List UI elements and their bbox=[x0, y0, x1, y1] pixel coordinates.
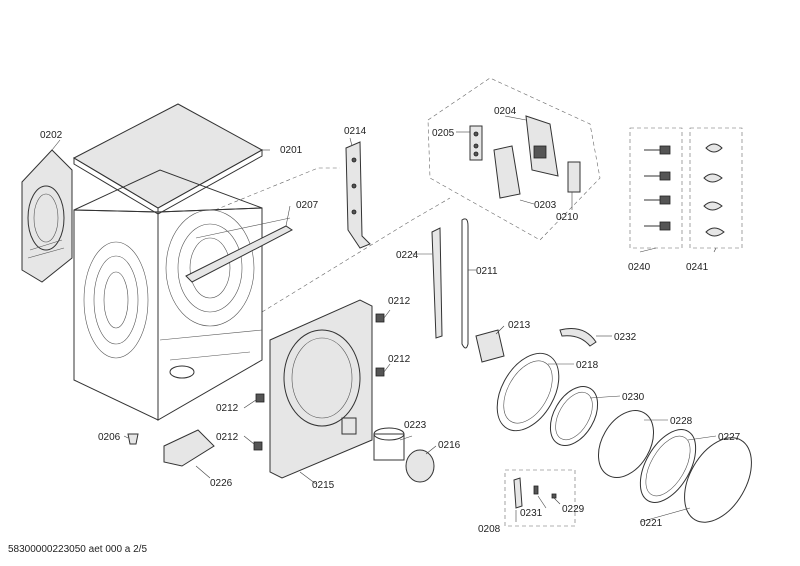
foot-and-pump-part bbox=[127, 429, 215, 467]
label-0223: 0223 bbox=[404, 420, 427, 431]
small-clips-part bbox=[253, 313, 385, 451]
label-0201: 0201 bbox=[280, 145, 303, 156]
label-0202: 0202 bbox=[40, 130, 63, 141]
control-box-part bbox=[373, 329, 505, 483]
leader-lines bbox=[51, 115, 717, 523]
hinge-parts-part bbox=[513, 477, 557, 509]
label-0208: 0208 bbox=[478, 524, 501, 535]
label-0203: 0203 bbox=[534, 200, 557, 211]
label-0212-a: 0212 bbox=[388, 296, 411, 307]
label-0215: 0215 bbox=[312, 480, 335, 491]
label-0230: 0230 bbox=[622, 392, 645, 403]
label-0211: 0211 bbox=[476, 266, 498, 277]
label-0241: 0241 bbox=[686, 262, 709, 273]
label-0232: 0232 bbox=[614, 332, 637, 343]
label-0214: 0214 bbox=[344, 126, 367, 137]
label-0240: 0240 bbox=[628, 262, 651, 273]
label-0207: 0207 bbox=[296, 200, 319, 211]
electronics-module-part bbox=[469, 115, 581, 199]
document-reference: 58300000223050 aet 000 a 2/5 bbox=[8, 544, 148, 555]
label-0212-c: 0212 bbox=[216, 403, 239, 414]
label-0213: 0213 bbox=[508, 320, 531, 331]
label-0210: 0210 bbox=[556, 212, 579, 223]
hook-bar-part bbox=[431, 218, 469, 349]
label-0212-b: 0212 bbox=[388, 354, 411, 365]
label-0216: 0216 bbox=[438, 440, 461, 451]
cross-brace-part bbox=[185, 225, 293, 283]
rear-panel-part bbox=[21, 149, 73, 283]
label-0229: 0229 bbox=[562, 504, 585, 515]
label-0206: 0206 bbox=[98, 432, 121, 443]
label-0218: 0218 bbox=[576, 360, 599, 371]
clip-set-part bbox=[644, 143, 725, 237]
label-0204: 0204 bbox=[494, 106, 517, 117]
label-0212-d: 0212 bbox=[216, 432, 239, 443]
label-0205: 0205 bbox=[432, 128, 455, 139]
label-0224: 0224 bbox=[396, 250, 419, 261]
door-assembly-part bbox=[496, 328, 752, 523]
side-bracket-part bbox=[345, 141, 371, 249]
label-0226: 0226 bbox=[210, 478, 233, 489]
front-panel-part bbox=[269, 299, 373, 479]
label-0227: 0227 bbox=[718, 432, 741, 443]
cabinet-frame-part bbox=[73, 169, 291, 421]
label-0231: 0231 bbox=[520, 508, 543, 519]
label-0228: 0228 bbox=[670, 416, 693, 427]
label-0221: 0221 bbox=[640, 518, 663, 529]
part-labels: 0202 0201 0214 0207 0205 0204 0203 0210 … bbox=[40, 106, 741, 535]
